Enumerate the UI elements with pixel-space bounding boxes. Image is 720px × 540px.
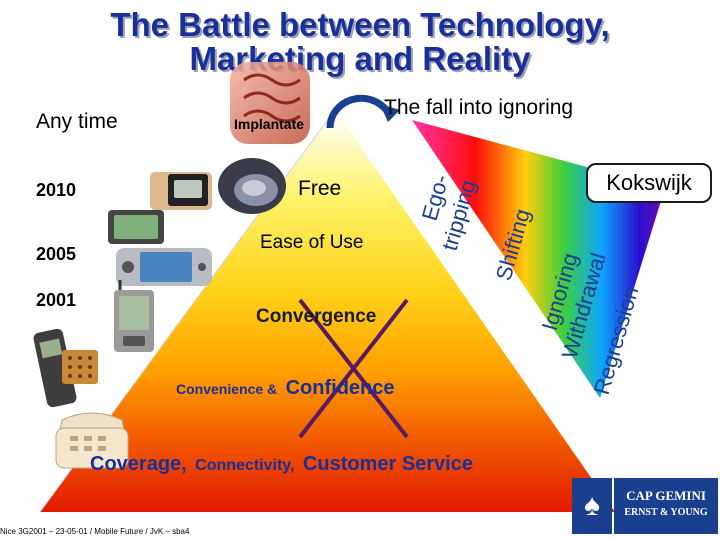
mobile-phone-icon: [33, 328, 98, 408]
desk-phone-icon: [55, 412, 129, 469]
wrist-device-icon: [150, 172, 212, 210]
coverage-end-text: Customer Service: [303, 453, 473, 475]
spade-icon: ♠: [572, 478, 612, 534]
coverage-big-text: Coverage,: [90, 453, 187, 475]
logo-line-1: CAP GEMINI: [626, 488, 706, 503]
label-year-2001: 2001: [36, 290, 77, 310]
footer-text: Nice 3G2001 – 23-05-01 / Mobile Future /…: [0, 527, 190, 536]
label-year-2005: 2005: [36, 244, 77, 264]
kokswijk-box: Kokswijk: [586, 163, 712, 203]
convenience-small-text: Convenience &: [176, 381, 277, 397]
label-implantate: Implantate: [234, 116, 305, 132]
pda-2010-icon: [108, 210, 164, 244]
level-ease-of-use: Ease of Use: [260, 232, 364, 253]
level-convergence: Convergence: [256, 306, 376, 327]
implant-body-icon: [230, 62, 310, 144]
pda-2001-icon: [114, 280, 154, 352]
cross-line-2: [298, 298, 409, 439]
logo-line-2: ERNST & YOUNG: [624, 507, 708, 518]
label-year-2010: 2010: [36, 180, 77, 200]
pyramid-shape: [40, 110, 615, 512]
slide-title: The Battle between Technology, Marketing…: [0, 8, 720, 76]
curved-arrow-icon: [326, 94, 400, 129]
helmet-device-icon: [218, 158, 286, 214]
level-free: Free: [298, 177, 341, 200]
company-logo: CAP GEMINI ERNST & YOUNG: [614, 478, 718, 534]
level-convenience: Convenience & Confidence: [176, 377, 395, 399]
title-line-1: The Battle between Technology,: [110, 6, 610, 43]
label-any-time: Any time: [36, 110, 118, 133]
convenience-big-text: Confidence: [286, 377, 395, 399]
level-coverage: Coverage, Connectivity, Customer Service: [90, 453, 473, 475]
pda-2005-icon: [116, 248, 212, 286]
coverage-small-text: Connectivity,: [195, 457, 294, 474]
label-fall-into-ignoring: The fall into ignoring: [384, 96, 574, 119]
